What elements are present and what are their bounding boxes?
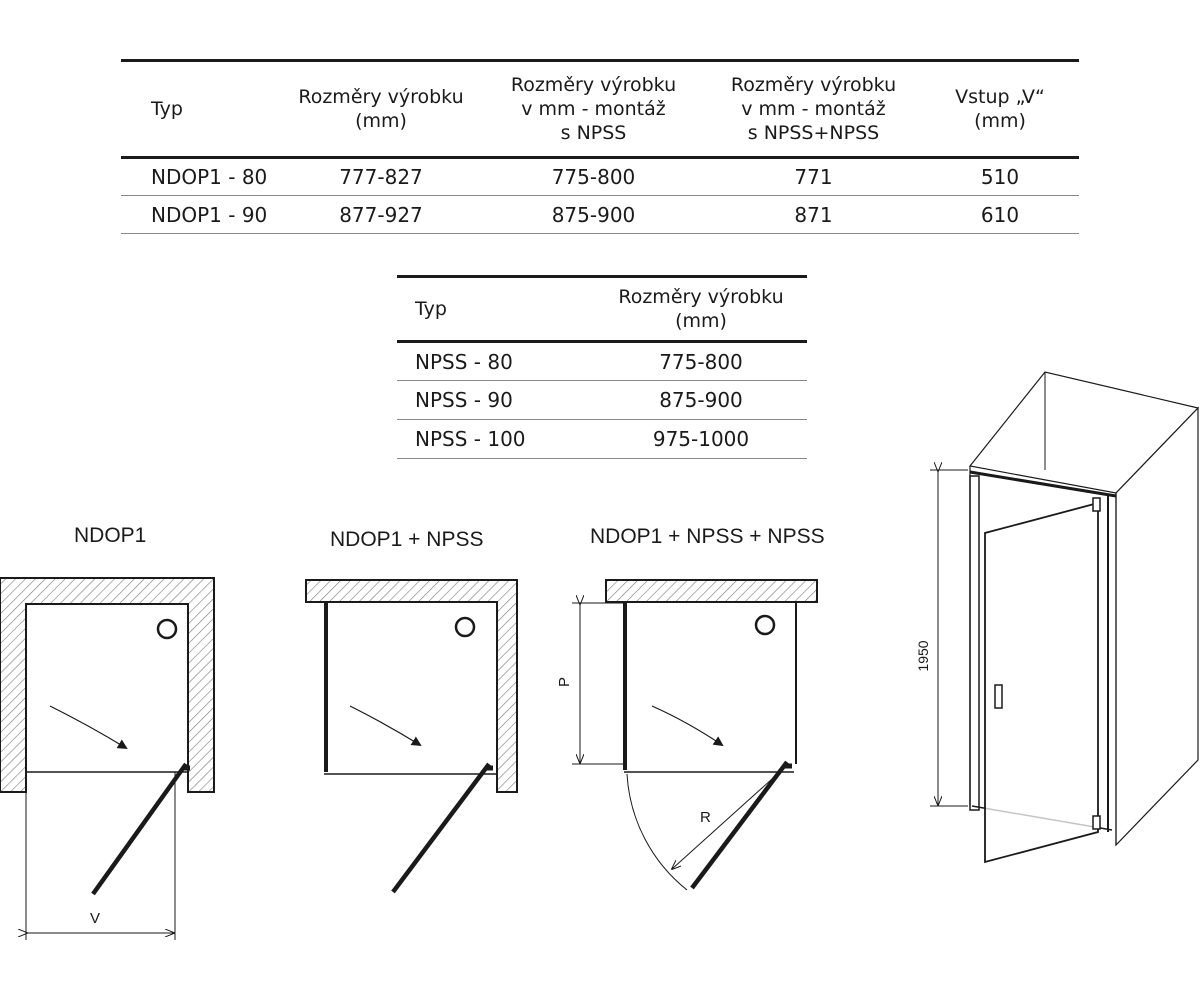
door-panel [690,760,789,890]
wall-corner [305,579,518,793]
door-frame [969,475,980,811]
header-line: Rozměry výrobku [618,286,784,308]
header-line: Rozměry výrobku [510,74,677,96]
door-panel [91,762,188,896]
wall-back [605,579,818,603]
label-height: 1950 [915,640,931,671]
label-v: V [90,910,100,927]
header-line: Rozměry výrobku [298,86,464,108]
header-dimensions-npss: Rozměry výrobku v mm - montáž s NPSS [481,60,706,159]
table-cell: 610 [921,195,1079,234]
table-cell: 771 [706,157,921,196]
diagram-ndop1-npss [305,579,518,894]
radius-line [672,769,783,869]
table-cell: NDOP1 - 80 [121,157,281,196]
dimensions-table: Typ Rozměry výrobku (mm) Rozměry výrobku… [121,59,1079,234]
hinge-top [1092,497,1101,512]
diagram-title-ndop1-npss-npss: NDOP1 + NPSS + NPSS [590,525,825,548]
header-line: v mm - montáž [741,98,886,120]
drain-circle [754,614,776,636]
header-line: s NPSS+NPSS [747,122,880,144]
table-cell: 877-927 [281,195,481,234]
table-row: NPSS - 90 875-900 [397,380,807,420]
table-cell: NPSS - 100 [397,419,595,459]
diagram-title-ndop1: NDOP1 [74,524,147,547]
npss-dimensions-table: Typ Rozměry výrobku (mm) NPSS - 80 775-8… [397,275,807,459]
table-cell: 875-900 [481,195,706,234]
table-cell: 975-1000 [595,419,807,459]
header-product-dimensions: Rozměry výrobku (mm) [595,276,807,343]
diagram-3d-view: 1950 [915,371,1200,864]
header-line: Rozměry výrobku [730,74,897,96]
table-cell: 510 [921,157,1079,196]
table-header-row: Typ Rozměry výrobku (mm) Rozměry výrobku… [121,60,1079,159]
door-handle [994,684,1003,709]
table-row: NPSS - 80 775-800 [397,341,807,381]
table-cell: NPSS - 80 [397,341,595,381]
header-line: (mm) [974,110,1026,132]
drain-circle [156,618,178,640]
header-entry-v: Vstup „V“ (mm) [921,60,1079,159]
table-row: NDOP1 - 80 777-827 775-800 771 510 [121,157,1079,196]
table-cell: NDOP1 - 90 [121,195,281,234]
table-row: NDOP1 - 90 877-927 875-900 871 610 [121,195,1079,234]
wall-niche [0,577,215,793]
header-typ: Typ [121,60,281,159]
hinge-bottom [1092,815,1101,830]
header-line: (mm) [675,310,727,332]
table-cell: 871 [706,195,921,234]
swing-arc [626,773,688,891]
header-line: Typ [415,298,447,320]
diagram-title-ndop1-npss: NDOP1 + NPSS [330,528,484,551]
table-row: NPSS - 100 975-1000 [397,419,807,459]
label-r: R [700,809,711,826]
door-leaf-3d [984,501,1099,864]
header-dimensions-npss-npss: Rozměry výrobku v mm - montáž s NPSS+NPS… [706,60,921,159]
swing-arrow [349,705,422,747]
header-typ: Typ [397,276,595,343]
header-line: Typ [151,98,183,120]
table-cell: 775-800 [595,341,807,381]
diagram-ndop1: V [0,577,215,940]
table-cell: NPSS - 90 [397,380,595,420]
header-product-dimensions: Rozměry výrobku (mm) [281,60,481,159]
header-line: (mm) [355,110,407,132]
table-header-row: Typ Rozměry výrobku (mm) [397,276,807,343]
label-p: P [556,677,573,687]
table-cell: 777-827 [281,157,481,196]
drain-circle [454,616,476,638]
door-panel [391,762,491,894]
header-line: v mm - montáž [521,98,666,120]
top-rail [969,470,1117,498]
swing-arrow [49,705,128,750]
table-cell: 775-800 [481,157,706,196]
table-cell: 875-900 [595,380,807,420]
diagram-ndop1-npss-npss: R P [556,579,818,891]
header-line: Vstup „V“ [955,86,1045,108]
swing-arrow [651,705,724,747]
header-line: s NPSS [560,122,627,144]
